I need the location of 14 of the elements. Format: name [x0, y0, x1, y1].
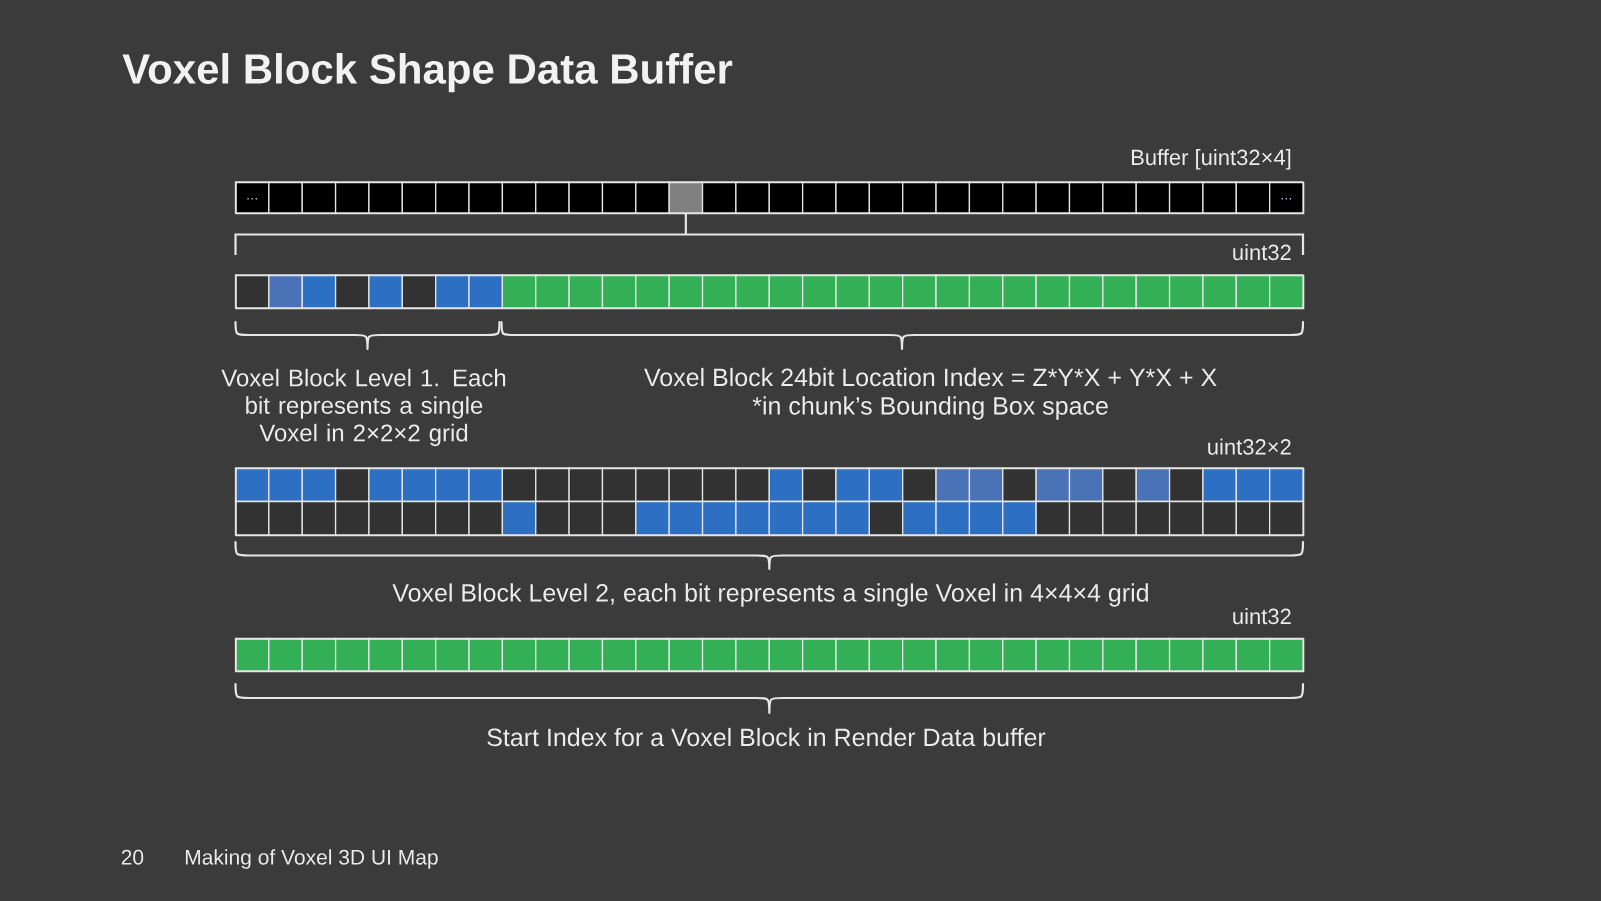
row-label: uint32×2 [1208, 438, 1291, 455]
ellipsis: … [1281, 198, 1292, 200]
brace-caption: Voxel Block 24bit Location Index = Z*Y*X + Y*X + X [644, 367, 1217, 387]
footer-text: Making of Voxel 3D UI Map [185, 849, 438, 869]
row-label: uint32 [1233, 608, 1291, 625]
ellipsis: … [247, 198, 257, 200]
brace-caption: Start Index for a Voxel Block in Render Data buffer [487, 727, 1046, 747]
row-label: uint32 [1233, 244, 1291, 261]
page-number: 20 [121, 849, 144, 865]
brace-caption: Voxel Block Level 2, each bit represents a single Voxel in 4×4×4 grid [392, 583, 1148, 607]
title: Voxel Block Shape Data Buffer [122, 53, 733, 93]
brace-caption: Voxel Block Level 1. Each bit represents a single Voxel in 2×2×2 grid [221, 368, 506, 447]
brace-caption: *in chunk’s Bounding Box space [752, 396, 1108, 420]
row-label: Buffer [uint32×4] [1131, 149, 1291, 170]
